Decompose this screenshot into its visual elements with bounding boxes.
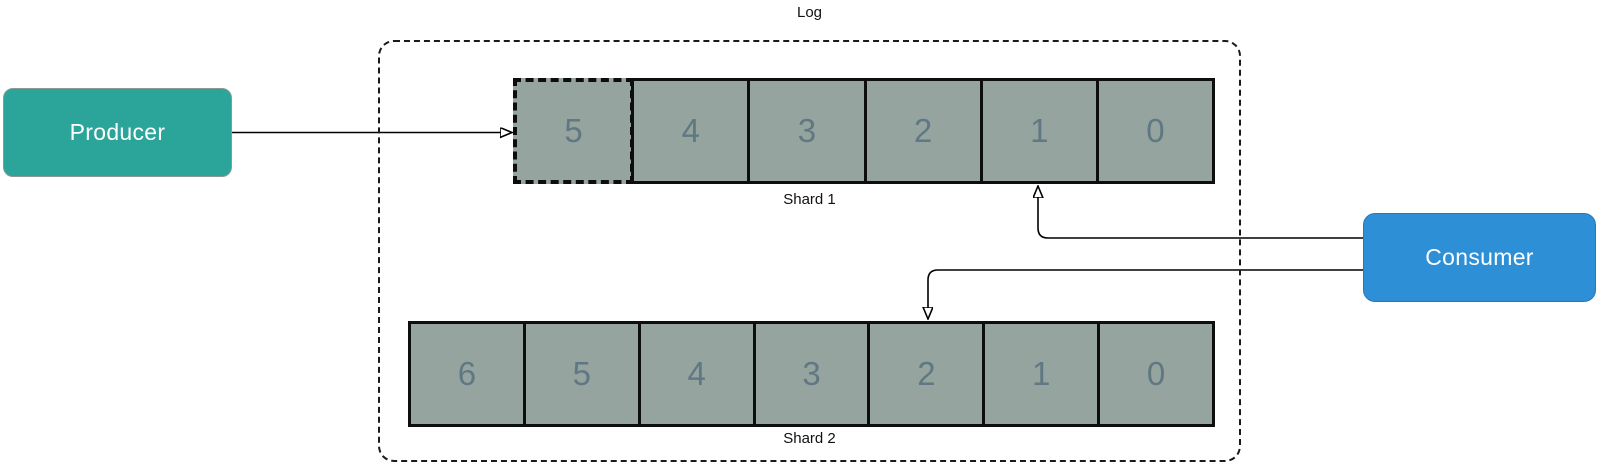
shard1-row: 5 4 3 2 1 0	[513, 78, 1216, 184]
shard2-label: Shard 2	[783, 430, 836, 447]
shard2-cell-3: 3	[752, 321, 871, 427]
shard2-cell-1: 1	[982, 321, 1101, 427]
shard1-cell-5: 5	[513, 78, 635, 184]
shard1-cell-1: 1	[979, 78, 1099, 184]
producer-node: Producer	[3, 88, 232, 177]
producer-label: Producer	[69, 119, 166, 145]
shard1-cell-3: 3	[747, 78, 867, 184]
shard2-cell-5: 5	[522, 321, 641, 427]
consumer-label: Consumer	[1425, 244, 1534, 270]
shard2-row: 6 5 4 3 2 1 0	[408, 321, 1216, 427]
log-label: Log	[796, 4, 823, 21]
shard2-cell-4: 4	[637, 321, 756, 427]
shard2-cell-2: 2	[867, 321, 986, 427]
shard1-label: Shard 1	[783, 191, 836, 208]
shard1-cell-4: 4	[631, 78, 751, 184]
shard1-cell-0: 0	[1095, 78, 1216, 184]
consumer-node: Consumer	[1363, 213, 1596, 302]
shard2-cell-6: 6	[408, 321, 526, 427]
shard2-cell-0: 0	[1097, 321, 1216, 427]
log-boundary	[378, 40, 1241, 462]
shard1-cell-2: 2	[863, 78, 983, 184]
